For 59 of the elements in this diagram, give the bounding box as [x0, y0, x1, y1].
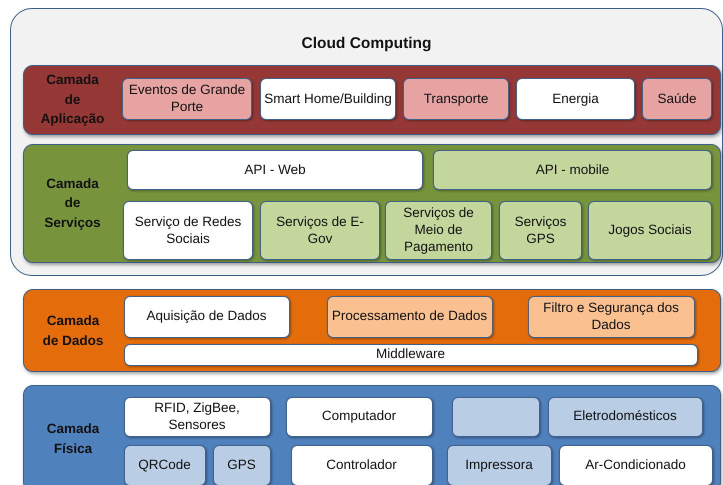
component-box	[528, 296, 694, 338]
component-label: Processamento de Dados	[330, 308, 488, 325]
component-box	[452, 396, 540, 436]
cloud-panel	[10, 8, 723, 276]
component-box	[260, 78, 396, 120]
component-label: Serviço de Redes Sociais	[134, 214, 242, 248]
component-box	[124, 444, 206, 485]
component-label: Eletrodomésticos	[572, 408, 678, 425]
component-label: Computador	[320, 408, 398, 425]
component-box	[212, 444, 270, 485]
component-box	[260, 201, 380, 260]
component-label: Smart Home/Building	[263, 90, 393, 108]
component-box	[122, 78, 252, 120]
component-box	[516, 78, 635, 120]
component-label: Serviços GPS	[514, 214, 568, 248]
component-label: API - mobile	[534, 162, 610, 178]
component-label: Eventos de Grande Porte	[128, 82, 246, 116]
layer-band	[23, 385, 721, 485]
component-label: Ar-Condicionado	[584, 456, 687, 474]
component-box	[403, 78, 509, 120]
component-box	[558, 444, 712, 485]
component-label: QRCode	[137, 456, 192, 474]
component-label: GPS	[226, 456, 257, 474]
component-label: Impressora	[464, 456, 534, 474]
component-box	[124, 296, 290, 338]
component-box	[642, 78, 712, 120]
component-box	[123, 201, 253, 260]
layer-label: Camada de Serviços	[43, 174, 102, 232]
component-box	[124, 344, 698, 366]
panel-title: Cloud Computing	[300, 35, 432, 53]
component-label: Aquisição de Dados	[145, 308, 268, 325]
component-label: Serviços de Meio de Pagamento	[402, 205, 475, 256]
component-label: Transporte	[422, 90, 490, 108]
component-label: Middleware	[374, 346, 446, 363]
component-box	[124, 396, 270, 436]
layer-label: Camada Física	[46, 420, 100, 458]
component-box	[326, 296, 492, 338]
component-label: API - Web	[243, 162, 307, 178]
component-box	[286, 396, 432, 436]
layer-band	[22, 144, 720, 262]
layer-band	[22, 64, 720, 134]
component-box	[499, 201, 582, 260]
component-box	[588, 201, 712, 260]
component-label: RFID, ZigBee, Sensores	[153, 400, 241, 434]
component-box	[433, 150, 712, 190]
component-label: Saúde	[656, 90, 698, 108]
layer-label: Camada de Dados	[42, 312, 104, 350]
layer-label: Camada de Aplicação	[40, 71, 106, 128]
component-box	[548, 396, 702, 436]
component-box	[290, 444, 432, 485]
component-box	[385, 201, 492, 260]
component-box	[446, 444, 552, 485]
component-label: Serviços de E-Gov	[275, 214, 365, 248]
component-label: Jogos Sociais	[607, 222, 693, 239]
component-label: Filtro e Segurança dos Dados	[542, 300, 680, 334]
component-box	[127, 150, 423, 190]
component-label: Controlador	[325, 456, 398, 474]
component-label: Energia	[551, 90, 600, 108]
layer-band	[23, 289, 721, 372]
